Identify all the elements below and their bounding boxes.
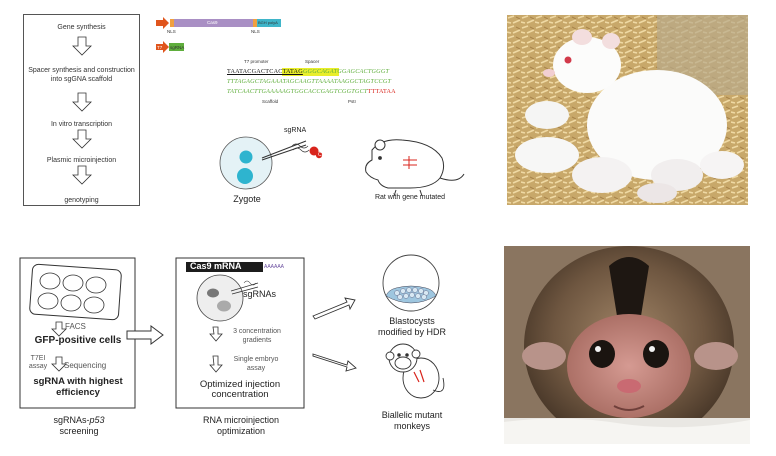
sequence-line-1: TAATACGACTCACTATAGGGGCAGATGGAGCACTGGGT — [227, 68, 389, 75]
facs-label: FACS — [65, 322, 86, 331]
arrow-to-blastocysts — [312, 297, 356, 320]
screening-caption-prefix: sgRNAs- — [53, 415, 90, 425]
sgrnas-label: sgRNAs — [243, 289, 277, 299]
injection-sgrna-label: sgRNA — [284, 127, 307, 134]
rat-icon — [365, 139, 465, 197]
flow-arrow-1 — [72, 36, 92, 56]
flow-step-in-vitro-transcription: In vitro transcription — [50, 121, 113, 128]
screening-caption: sgRNAs-p53 screening — [24, 415, 134, 437]
seq-t7-promoter: TAATACGACTCACTATAG — [227, 68, 303, 75]
seq-scaffold: TATCAACTTGAAAAAGTGGCACCGAGTCGGTGCT — [227, 88, 368, 95]
cas9-mrna-label: Cas9 mRNA — [190, 261, 242, 271]
t7ei-assay-label: T7EI assay — [28, 355, 48, 370]
spacer-highlight — [282, 68, 339, 76]
t7-promoter-label: T7 promoter — [244, 59, 269, 64]
embryo-cell — [196, 274, 244, 322]
polyA-box — [257, 19, 281, 27]
injection-needle — [261, 140, 307, 159]
zygote-illustration — [219, 136, 323, 190]
flow-arrow-4 — [72, 165, 92, 185]
seq-psti-site: TTTATAA — [367, 88, 396, 95]
cas9-protein-icon — [309, 146, 319, 156]
sgrna-box — [169, 43, 184, 51]
sequencing-arrow — [51, 356, 67, 372]
flow-step-spacer-synthesis: Spacer synthesis and construction into s… — [28, 67, 135, 83]
flow-step-gene-synthesis: Gene synthesis — [57, 24, 106, 31]
cas9-mrna-bar — [186, 262, 263, 272]
monkey-icon — [385, 343, 445, 399]
sequencing-label: Sequencing — [64, 361, 107, 370]
facs-arrow — [51, 321, 67, 337]
injection-box — [175, 257, 305, 409]
injection-cas9-label: Cas9 — [318, 152, 330, 158]
biallelic-monkeys-label: Biallelic mutant monkeys — [381, 410, 443, 431]
flow-arrow-2 — [72, 92, 92, 112]
well-plate-icon — [29, 263, 122, 321]
blastocysts-label: Blastocysts modified by HDR — [377, 316, 447, 337]
nls-left-box — [170, 19, 174, 27]
scaffold-label: Scaffold — [262, 99, 279, 104]
concentration-gradients-label: 3 concentration gradients — [233, 328, 281, 344]
blastocyst-dish-icon — [382, 254, 440, 312]
best-sgrna-label: sgRNA with highest efficiency — [33, 376, 123, 398]
cas9-bar — [174, 19, 253, 27]
flow-arrows — [72, 36, 92, 185]
flow-arrow-3 — [72, 129, 92, 149]
single-embryo-assay-label: Single embryo assay — [233, 356, 279, 372]
rat-photo — [507, 15, 748, 205]
optimized-concentration-label: Optimized injection concentration — [199, 379, 281, 400]
monkey-photo-illustration — [504, 246, 750, 444]
injection-caption: RNA microinjection optimization — [202, 415, 280, 436]
polyA-tail-label: AAAAAA — [264, 264, 285, 270]
promoter-arrow-icon — [156, 17, 169, 29]
gfp-positive-label: GFP-positive cells — [34, 335, 122, 346]
t7-promoter-arrow-icon — [156, 41, 169, 53]
gradient-arrow — [209, 326, 223, 342]
nls-left-label: NLS — [167, 29, 176, 34]
nls-right-label: NLS — [251, 29, 260, 34]
rat-label: Rat with gene mutated — [374, 194, 446, 201]
zygote-label: Zygote — [233, 194, 261, 204]
workflow-arrow-icon — [126, 325, 164, 345]
embryo-injection-icon — [196, 274, 259, 322]
sgrna-box-label: sgRNA — [170, 45, 185, 50]
rat-photo-illustration — [507, 15, 748, 205]
screening-caption-line2: screening — [59, 426, 99, 436]
screening-caption-gene: p53 — [89, 415, 105, 425]
psti-label: PstI — [348, 99, 356, 104]
polyA-label: BGH polyA — [258, 20, 278, 25]
sequence-line-2: TTTAGAGCTAGAAATAGCAAGTTAAAATAAGGCTAGTCCG… — [227, 78, 392, 85]
t7-label: T7 — [157, 45, 163, 50]
seq-line1-tail: GT — [380, 68, 390, 75]
sgrna-strands-icon — [291, 143, 310, 153]
pronucleus-1 — [239, 150, 253, 164]
assay-arrow — [209, 355, 223, 373]
arrow-to-monkeys — [312, 353, 357, 372]
top-flowchart — [23, 14, 140, 206]
cas9-construct — [156, 17, 281, 53]
cas9-bar-label: Cas9 — [207, 20, 218, 25]
spacer-label: Spacer — [305, 59, 320, 64]
seq-spacer: GGGCAGATGGAGCACTGG — [302, 68, 381, 75]
pronucleus-2 — [237, 168, 253, 184]
flow-step-plasmid-microinjection: Plasmic microinjection — [46, 157, 117, 164]
flow-step-genotyping: genotyping — [64, 197, 99, 204]
nls-right-box — [253, 19, 257, 27]
sequence-line-3: TATCAACTTGAAAAAGTGGCACCGAGTCGGTGCTTTTATA… — [227, 88, 396, 95]
monkey-photo — [504, 246, 750, 444]
